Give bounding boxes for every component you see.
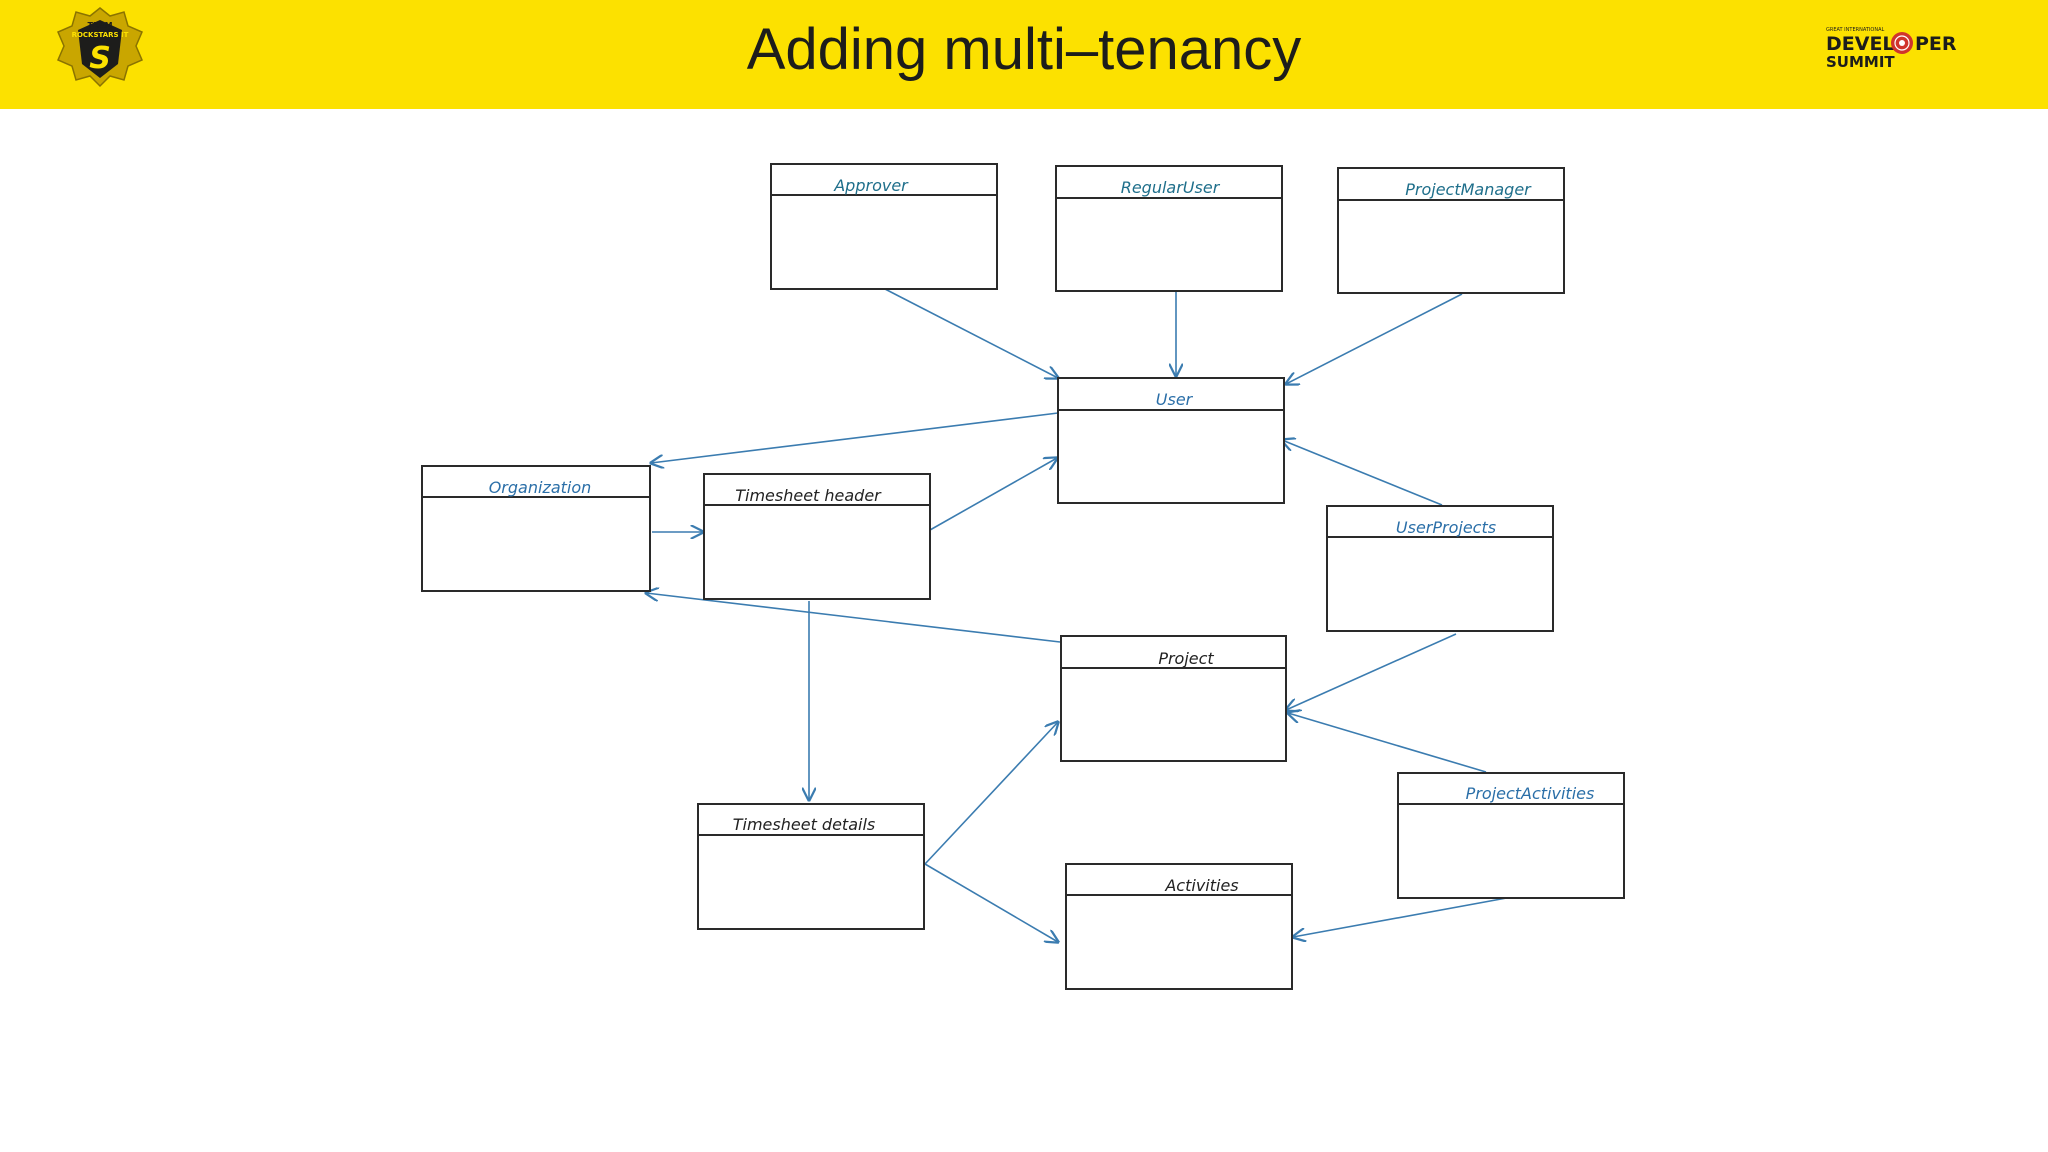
developer-summit-logo: GREAT INTERNATIONAL DEVEL PER SUMMIT (1826, 27, 1957, 71)
arrow-project-organization (646, 593, 1061, 643)
entity-organization: Organization (421, 465, 651, 592)
arrow-timesheetheader-user (929, 458, 1057, 531)
arrow-user-organization (651, 412, 1059, 463)
entity-user: User (1057, 377, 1285, 504)
entity-timesheetdetails-label: Timesheet details (733, 815, 875, 834)
slide-header: TEAM ROCKSTARS IT S Adding multi–tenancy… (0, 0, 2048, 109)
entity-projectmanager-label: ProjectManager (1405, 180, 1532, 199)
entity-activities: Activities (1065, 863, 1293, 990)
svg-text:ROCKSTARS IT: ROCKSTARS IT (72, 31, 129, 39)
entity-activities-label: Activities (1164, 876, 1238, 895)
entity-projectactivities-label: ProjectActivities (1466, 784, 1595, 803)
arrow-timesheetdetails-project (924, 722, 1058, 865)
svg-text:DEVEL: DEVEL (1826, 33, 1895, 55)
svg-text:TEAM: TEAM (87, 21, 112, 30)
entity-timesheetdetails: Timesheet details (697, 803, 925, 930)
arrow-projectmanager-user (1286, 293, 1463, 384)
arrow-approver-user (884, 288, 1058, 378)
entity-projectmanager: ProjectManager (1337, 167, 1565, 294)
entity-projectactivities: ProjectActivities (1397, 772, 1625, 899)
entity-userprojects: UserProjects (1326, 505, 1554, 632)
entity-approver: Approver (770, 163, 998, 290)
entity-regularuser: RegularUser (1055, 165, 1283, 292)
arrow-userprojects-user (1282, 440, 1443, 506)
entity-timesheetheader: Timesheet header (703, 473, 931, 600)
entity-regularuser-label: RegularUser (1121, 178, 1221, 197)
svg-text:GREAT INTERNATIONAL: GREAT INTERNATIONAL (1826, 27, 1884, 33)
slide-title: Adding multi–tenancy (746, 17, 1302, 82)
rockstars-logo: TEAM ROCKSTARS IT S (57, 7, 143, 88)
entity-timesheetheader-label: Timesheet header (735, 486, 882, 505)
svg-text:PER: PER (1915, 33, 1957, 55)
entity-approver-label: Approver (833, 176, 909, 195)
entity-user-label: User (1156, 390, 1194, 409)
entity-userprojects-label: UserProjects (1396, 518, 1496, 537)
arrow-projectactivities-activities (1293, 896, 1513, 937)
entity-project: Project (1060, 635, 1287, 762)
entity-project-label: Project (1158, 649, 1214, 668)
entity-organization-label: Organization (489, 478, 592, 497)
svg-text:S: S (89, 41, 111, 76)
arrow-userprojects-project (1286, 633, 1457, 710)
svg-text:SUMMIT: SUMMIT (1826, 53, 1895, 71)
arrow-timesheetdetails-activities (924, 863, 1058, 942)
arrow-projectactivities-project (1288, 713, 1487, 773)
